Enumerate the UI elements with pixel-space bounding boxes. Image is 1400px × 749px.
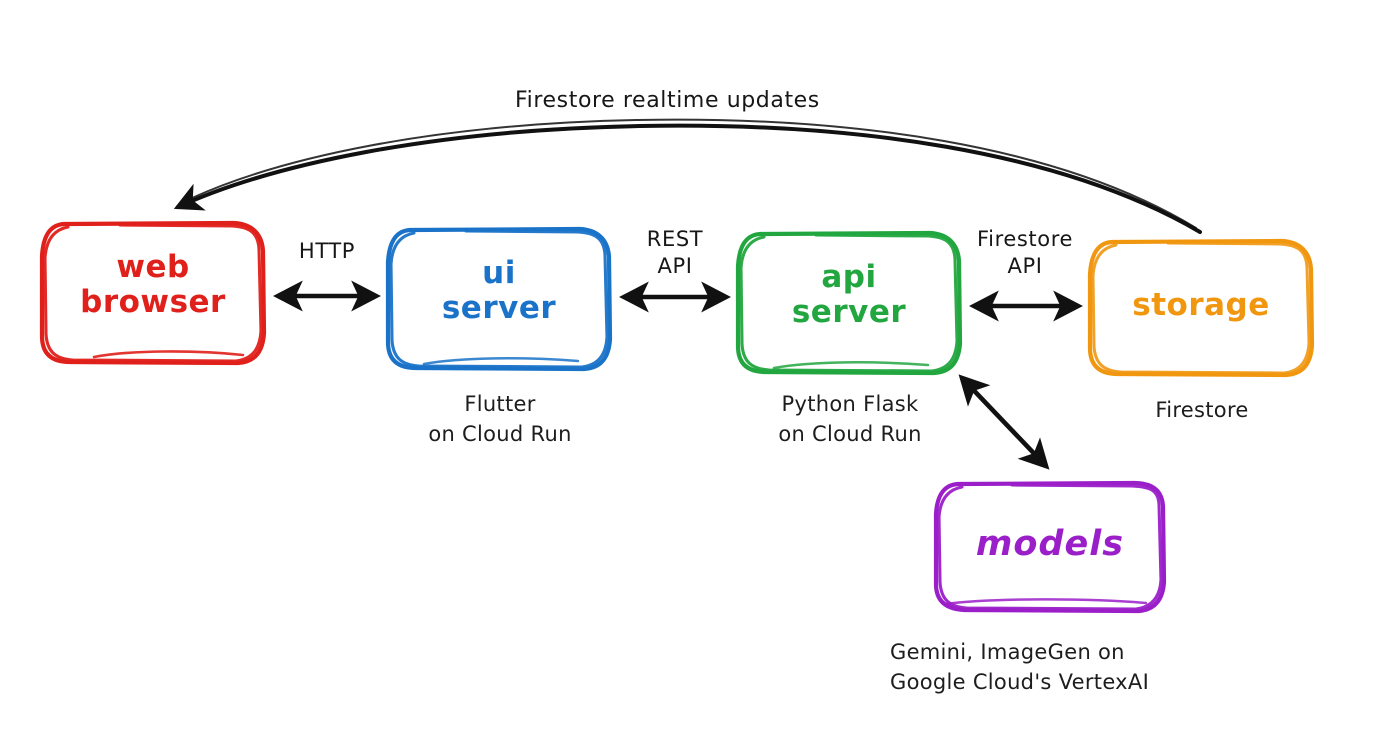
node-box-models[interactable] <box>933 480 1167 614</box>
node-box-api-server[interactable] <box>735 230 963 376</box>
edge-label-firestore-realtime-updates: Firestore realtime updates <box>515 88 820 113</box>
node-caption-models: Gemini, ImageGen on Google Cloud's Verte… <box>890 640 1150 694</box>
edge-label-rest-api: REST API <box>646 227 704 278</box>
node-caption-storage: Firestore <box>1155 398 1249 422</box>
node-box-ui-server[interactable] <box>385 226 613 372</box>
node-box-storage[interactable] <box>1087 238 1315 378</box>
edge-storage-browser <box>173 118 1202 234</box>
edge-api-models <box>958 374 1050 470</box>
edge-label-http: HTTP <box>298 239 356 263</box>
node-box-web-browser[interactable] <box>39 220 267 366</box>
node-caption-api-server: Python Flask on Cloud Run <box>778 392 922 446</box>
edge-label-firestore-api: Firestore API <box>977 227 1073 278</box>
node-caption-ui-server: Flutter on Cloud Run <box>428 392 572 446</box>
